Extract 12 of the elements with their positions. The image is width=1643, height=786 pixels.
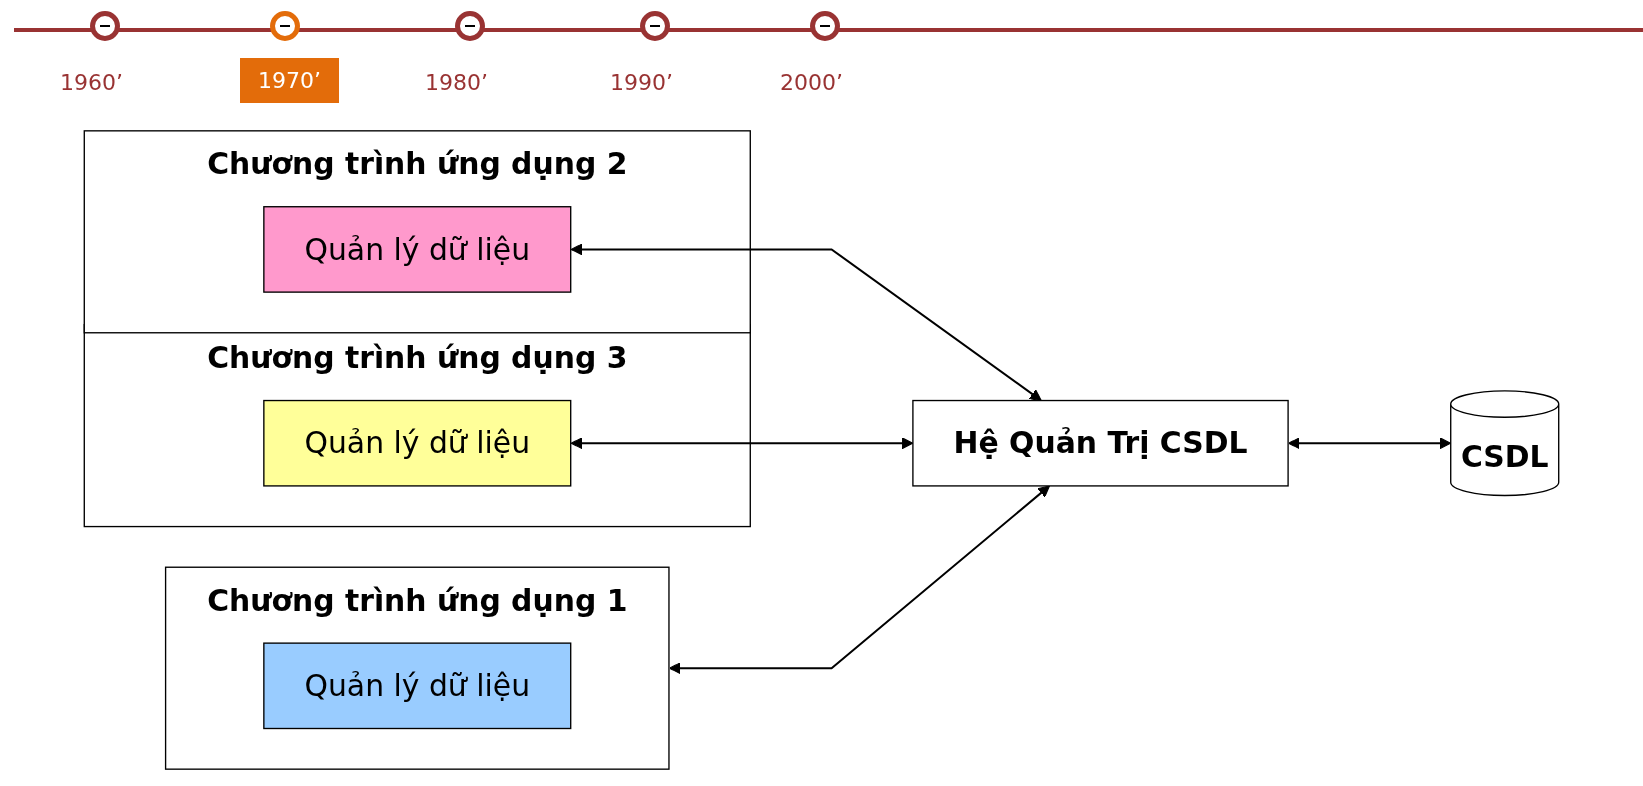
node-box: Quản lý dữ liệu bbox=[263, 399, 572, 487]
node-box: Quản lý dữ liệu bbox=[263, 642, 572, 730]
year-label: 2000’ bbox=[780, 70, 843, 95]
highlighted-year-label: 1970’ bbox=[240, 58, 339, 103]
node-box: Quản lý dữ liệu bbox=[263, 206, 572, 293]
node-box: Hệ Quản Trị CSDL bbox=[912, 399, 1289, 487]
arrow bbox=[1288, 437, 1452, 450]
arrow bbox=[570, 243, 1042, 402]
arrow bbox=[668, 485, 1050, 675]
year-label: 1960’ bbox=[60, 70, 123, 95]
year-label: 1990’ bbox=[610, 70, 673, 95]
year-label: 1980’ bbox=[425, 70, 488, 95]
